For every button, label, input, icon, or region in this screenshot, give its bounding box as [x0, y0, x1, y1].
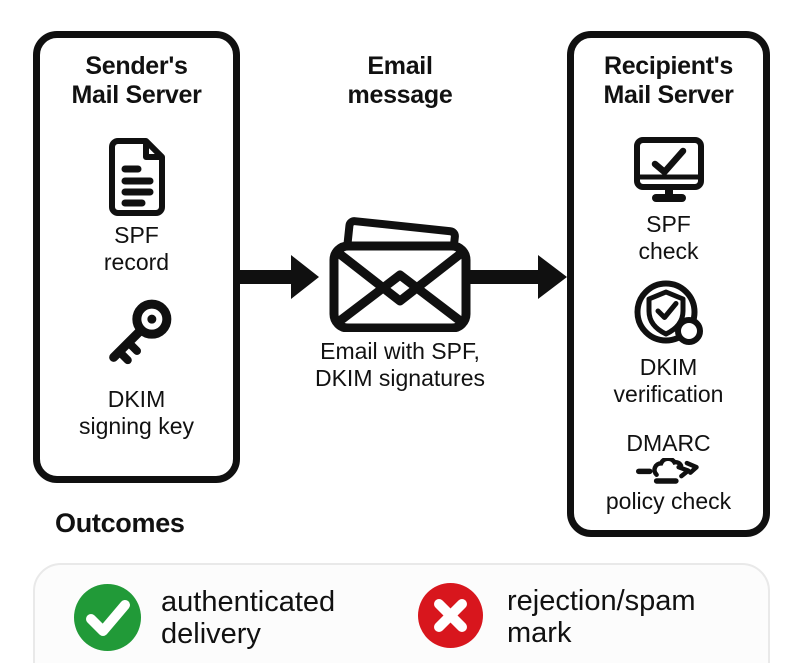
policy-check-label: policy check — [605, 488, 732, 514]
arrow-email-to-recipient-icon — [469, 255, 567, 299]
rejection-spam-mark-label: rejection/spam mark — [507, 585, 696, 649]
monitor-check-icon — [632, 136, 706, 206]
envelope-icon — [322, 214, 478, 332]
outcomes-heading: Outcomes — [55, 508, 185, 538]
sender-box-title-line2: Mail Server — [71, 81, 202, 109]
email-message-column: Email message Email with SPF, DKIM signa… — [280, 0, 520, 392]
spf-check-label: SPF check — [638, 211, 698, 265]
authenticated-delivery-label: authenticated delivery — [161, 586, 335, 650]
spf-check-label-line1: SPF — [646, 211, 691, 237]
rejection-spam-line2: mark — [507, 617, 572, 649]
outcomes-panel — [33, 563, 770, 663]
dkim-verification-label-line1: DKIM — [639, 354, 698, 380]
spf-record-label: SPF record — [104, 222, 169, 276]
sender-box-title-line1: Sender's — [85, 52, 188, 80]
rejection-spam-line1: rejection/spam — [507, 585, 696, 617]
spf-record-label-line1: SPF — [114, 222, 159, 248]
authenticated-delivery-line2: delivery — [161, 618, 261, 650]
dkim-key-label-line2: signing key — [78, 413, 195, 439]
email-message-title: Email message — [348, 52, 453, 110]
dkim-verification-label: DKIM verification — [614, 354, 724, 408]
email-caption-line2: DKIM signatures — [314, 365, 485, 391]
dkim-signing-key-label: DKIM signing key — [79, 386, 194, 440]
dkim-key-label-line1: DKIM — [107, 386, 166, 412]
document-icon — [104, 137, 170, 217]
key-icon — [91, 288, 183, 380]
authenticated-delivery-line1: authenticated — [161, 586, 336, 618]
sender-box-title: Sender's Mail Server — [71, 52, 201, 110]
check-circle-icon — [74, 584, 141, 651]
recipient-box-title: Recipient's Mail Server — [603, 52, 733, 110]
spf-record-label-line2: record — [103, 249, 170, 275]
email-title-line1: Email — [367, 52, 433, 80]
recipient-mail-server-box: Recipient's Mail Server SPF check — [567, 31, 770, 537]
dmarc-label: DMARC — [626, 430, 711, 456]
x-circle-icon — [418, 583, 483, 648]
email-caption: Email with SPF, DKIM signatures — [315, 338, 485, 392]
recipient-box-title-line1: Recipient's — [603, 52, 734, 80]
dkim-verification-label-line2: verification — [613, 381, 724, 407]
dmarc-cloud-icon — [635, 458, 702, 486]
recipient-box-title-line2: Mail Server — [603, 81, 734, 109]
arrow-sender-to-email-icon — [239, 255, 319, 299]
shield-check-icon — [630, 278, 708, 350]
email-title-line2: message — [347, 81, 453, 109]
spf-check-label-line2: check — [638, 238, 699, 264]
sender-mail-server-box: Sender's Mail Server SPF record — [33, 31, 240, 483]
email-caption-line1: Email with SPF, — [320, 338, 480, 364]
